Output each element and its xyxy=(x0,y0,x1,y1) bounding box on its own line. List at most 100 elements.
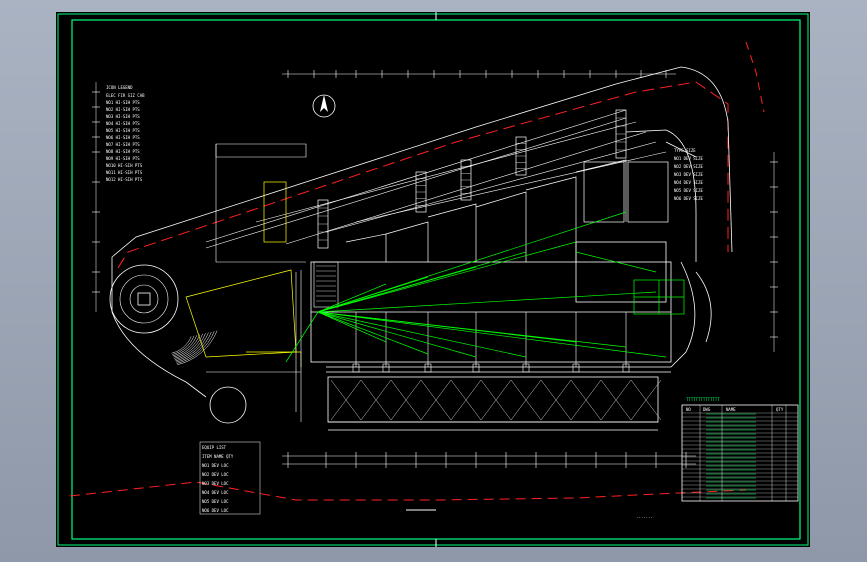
cable-run xyxy=(317,311,627,348)
yellow-zone xyxy=(185,181,302,367)
upper-rooms xyxy=(345,159,669,262)
cable-run xyxy=(317,251,527,313)
title-col-no: NO xyxy=(686,407,691,412)
title-block-caption: TTTTTTTTTTTTTT xyxy=(686,397,720,402)
bottom-dimension-line xyxy=(282,455,696,465)
north-arrow-icon xyxy=(312,94,336,118)
column-base xyxy=(382,363,390,373)
stair-core xyxy=(313,261,339,308)
legend-row: NO11 HI-SIH PTS xyxy=(106,170,143,175)
hatch-mark xyxy=(600,379,632,421)
hatch-mark xyxy=(540,379,572,421)
cable-run xyxy=(317,241,577,313)
outer-wall-west xyxy=(111,257,207,398)
column-strip xyxy=(317,199,329,249)
title-block-rows xyxy=(682,405,798,501)
legend-row: NO6 HI-SIH PTS xyxy=(106,135,140,140)
legend-row: NO8 HI-SIH PTS xyxy=(106,149,140,154)
legend-row: EQUIP LIST xyxy=(202,445,227,450)
cable-run xyxy=(317,311,667,358)
top-dimension-ticks xyxy=(287,70,667,78)
legend-row: NO5 HI-SIH PTS xyxy=(106,128,140,133)
bottom-dimension-ticks xyxy=(287,452,687,468)
legend-bottom-left: EQUIP LIST ITEM NAME QTY NO1 DEV LOC NO2 DE… xyxy=(199,441,261,515)
legend-row: NO12 HI-SIH PTS xyxy=(106,177,143,182)
circular-plaza xyxy=(109,264,247,424)
panel-cluster xyxy=(633,279,685,315)
title-col-name: NAME xyxy=(726,407,736,412)
legend-row: NO5 DEV SIZE xyxy=(674,188,703,193)
legend-row: NO3 HI-SIH PTS xyxy=(106,114,140,119)
legend-row: NO1 DEV LOC xyxy=(202,463,229,468)
legend-row: NO6 DEV SIZE xyxy=(674,196,703,201)
outer-frame xyxy=(57,13,809,546)
right-axis-ticks xyxy=(770,161,778,338)
legend-row: NO4 HI-SIH PTS xyxy=(106,121,140,126)
legend-row: NO1 DEV SIZE xyxy=(674,156,703,161)
cable-routing xyxy=(285,211,667,363)
legend-row: NO7 HI-SIH PTS xyxy=(106,142,140,147)
legend-row: NO6 DEV LOC xyxy=(202,508,229,513)
drawing-sheet: TTTTTTTTTTTTTT NO DWG NAME QTY ICON LEGE… xyxy=(56,12,810,547)
cable-run xyxy=(317,311,387,343)
column-base xyxy=(572,363,580,373)
amphitheater-step xyxy=(174,333,206,360)
hatch-mark xyxy=(330,379,362,421)
title-col-dwg: DWG xyxy=(703,407,711,412)
cable-run xyxy=(285,311,319,363)
amphitheater-step xyxy=(176,331,212,363)
hatch-mark xyxy=(450,379,482,421)
column-strip xyxy=(515,136,527,176)
left-axis-ticks xyxy=(92,91,100,293)
legend-row: NO3 DEV LOC xyxy=(202,481,229,486)
hatch-mark xyxy=(390,379,422,421)
legend-row: NO2 DEV SIZE xyxy=(674,164,703,169)
cable-run xyxy=(317,311,429,355)
hatch-mark xyxy=(420,379,452,421)
hatch-mark xyxy=(510,379,542,421)
legend-row: ELEC FIR SIZ CAB xyxy=(106,93,145,98)
legend-row: NO4 DEV LOC xyxy=(202,490,229,495)
column-strip xyxy=(415,171,427,213)
legend-top-header: ICON LEGEND xyxy=(106,85,133,90)
west-wall-lines xyxy=(206,270,302,422)
column-base xyxy=(522,363,530,373)
legend-row: NO2 DEV LOC xyxy=(202,472,229,477)
cable-run xyxy=(575,251,657,273)
electrical-floor-plan: TTTTTTTTTTTTTT NO DWG NAME QTY ICON LEGE… xyxy=(57,12,809,547)
title-col-qty: QTY xyxy=(776,407,784,412)
cable-run xyxy=(317,311,527,358)
site-boundary-bottom xyxy=(69,481,747,501)
legend-row: NO4 DEV SIZE xyxy=(674,180,703,185)
east-block xyxy=(575,129,712,368)
sheet-note: ....... xyxy=(636,514,653,519)
legend-row: NO5 DEV LOC xyxy=(202,499,229,504)
outer-wall-north xyxy=(111,66,733,258)
amphitheater-steps xyxy=(171,330,218,365)
hatch-mark xyxy=(570,379,602,421)
legend-row: ITEM NAME QTY xyxy=(202,454,234,459)
column-strip xyxy=(615,109,627,159)
cable-run xyxy=(317,283,387,313)
amphitheater-step xyxy=(176,331,215,364)
legend-row: NO9 HI-SIH PTS xyxy=(106,156,140,161)
site-boundary-upper xyxy=(117,81,729,269)
cable-run xyxy=(317,211,627,313)
legend-row: NO10 HI-SIH PTS xyxy=(106,163,143,168)
hatch-mark xyxy=(480,379,512,421)
cable-run xyxy=(317,291,657,313)
column-base xyxy=(424,363,432,373)
stair-treads xyxy=(316,265,336,302)
amphitheater-step xyxy=(175,332,209,362)
corridor-hatch xyxy=(330,379,662,421)
column-base xyxy=(622,363,630,373)
legend-row: NO3 DEV SIZE xyxy=(674,172,703,177)
site-boundary-right xyxy=(745,41,765,113)
legend-row: NO2 HI-SIH PTS xyxy=(106,107,140,112)
structural-columns xyxy=(317,109,627,249)
amphitheater-step xyxy=(174,333,203,359)
north-wing-structure xyxy=(205,109,667,249)
